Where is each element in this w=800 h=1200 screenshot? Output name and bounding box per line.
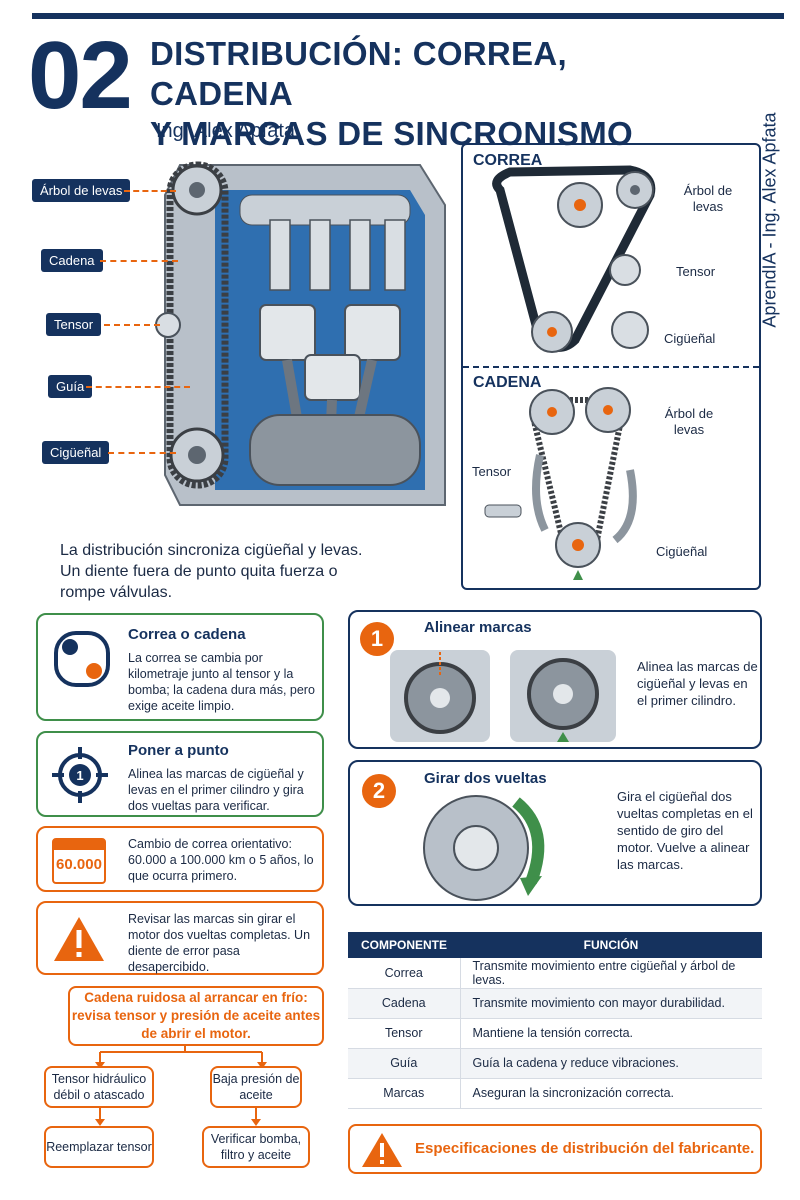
table-cell: Marcas bbox=[348, 1078, 460, 1109]
flow-symptom: Cadena ruidosa al arrancar en frío: revi… bbox=[68, 986, 324, 1046]
belt-cam-label: Árbol de levas bbox=[683, 183, 733, 214]
card-belt-or-chain: Correa o cadena La correa se cambia por … bbox=[36, 613, 324, 721]
flow-cause-tensor: Tensor hidráulico débil o atascado bbox=[44, 1066, 154, 1108]
belt-panel-title: CORREA bbox=[473, 152, 543, 169]
label-cadena: Cadena bbox=[41, 249, 103, 272]
manufacturer-spec-text: Especificaciones de distribución del fab… bbox=[415, 1140, 755, 1157]
card-warning: Revisar las marcas sin girar el motor do… bbox=[36, 901, 324, 975]
table-header-function: FUNCIÓN bbox=[460, 932, 762, 958]
engine-cutaway-illustration bbox=[155, 161, 446, 506]
svg-text:1: 1 bbox=[76, 768, 83, 783]
label-tensor: Tensor bbox=[46, 313, 102, 336]
step-2-body: Gira el cigüeñal dos vueltas completas e… bbox=[617, 789, 753, 872]
table-cell: Guía la cadena y reduce vibraciones. bbox=[459, 1048, 762, 1079]
chain-tensor-label: Tensor bbox=[472, 464, 512, 479]
card-warning-body: Revisar las marcas sin girar el motor do… bbox=[128, 912, 311, 974]
belt-diagram bbox=[492, 165, 656, 353]
step-1-title: Alinear marcas bbox=[424, 619, 532, 636]
table-cell: Tensor bbox=[348, 1018, 460, 1049]
section-number: 02 bbox=[28, 22, 133, 129]
chain-cam-label: Árbol de levas bbox=[664, 406, 714, 437]
author: Ing. Alex Apfata bbox=[156, 120, 295, 142]
calendar-badge: 60.000 bbox=[56, 856, 102, 873]
step-1-number: 1 bbox=[360, 622, 394, 656]
belt-chain-diagram-panel bbox=[461, 143, 761, 590]
card-interval: 60.000 Cambio de correa orientativo: 60.… bbox=[36, 826, 324, 892]
table-cell: Guía bbox=[348, 1048, 460, 1079]
chain-diagram bbox=[484, 387, 637, 580]
table-cell: Cadena bbox=[348, 988, 460, 1019]
flow-action-pump: Verificar bomba, filtro y aceite bbox=[202, 1126, 310, 1168]
table-header-component: COMPONENTE bbox=[348, 932, 460, 958]
side-credit-text: AprendIA - Ing. Alex Apfata bbox=[759, 112, 780, 328]
step-1-body: Alinea las marcas de cigüeñal y levas en… bbox=[637, 659, 758, 708]
crosshair-icon: 1 bbox=[52, 747, 108, 803]
table-cell: Transmite movimiento con mayor durabilid… bbox=[459, 988, 762, 1019]
chain-crank-label: Cigüeñal bbox=[656, 544, 708, 559]
label-arbol-de-levas: Árbol de levas bbox=[32, 179, 131, 202]
timing-marks-illustration bbox=[390, 650, 616, 742]
warning-icon bbox=[54, 917, 104, 961]
page-title: DISTRIBUCIÓN: CORREA, CADENA Y MARCAS DE… bbox=[150, 34, 710, 154]
step-2-card: 2 Girar dos vueltas Gira el cigüeñal dos… bbox=[348, 760, 762, 906]
flow-cause-pressure: Baja presión de aceite bbox=[210, 1066, 302, 1108]
card-belt-body: La correa se cambia por kilometraje junt… bbox=[128, 651, 315, 713]
card-interval-body: Cambio de correa orientativo: 60.000 a 1… bbox=[128, 837, 314, 883]
label-ciguenal: Cigüeñal bbox=[42, 441, 110, 464]
card-timing: 1 Poner a punto Alinea las marcas de cig… bbox=[36, 731, 324, 817]
top-rule bbox=[32, 13, 784, 19]
title-line-1: DISTRIBUCIÓN: CORREA, CADENA bbox=[150, 35, 567, 112]
calendar-icon: 60.000 bbox=[52, 838, 106, 884]
manufacturer-spec-note bbox=[348, 1124, 762, 1174]
warning-icon bbox=[362, 1133, 402, 1167]
table-header-row: COMPONENTE FUNCIÓN bbox=[348, 932, 762, 958]
flow-connector bbox=[95, 1046, 267, 1069]
card-belt-title: Correa o cadena bbox=[128, 626, 246, 643]
flow-arrows-lower bbox=[95, 1108, 261, 1126]
flow-action-tensor: Reemplazar tensor bbox=[44, 1126, 154, 1168]
crank-rotation-illustration bbox=[423, 795, 545, 901]
belt-tensor-label: Tensor bbox=[676, 264, 716, 279]
panel-divider bbox=[463, 366, 759, 368]
card-timing-title: Poner a punto bbox=[128, 742, 229, 759]
card-timing-body: Alinea las marcas de cigüeñal y levas en… bbox=[128, 767, 304, 813]
step-1-card: 1 Alinear marcas Alinea las marcas de ci… bbox=[348, 610, 762, 749]
step-2-title: Girar dos vueltas bbox=[424, 770, 547, 787]
table-cell: Mantiene la tensión correcta. bbox=[459, 1018, 762, 1049]
label-guia: Guía bbox=[48, 375, 93, 398]
step-2-number: 2 bbox=[362, 774, 396, 808]
table-cell: Aseguran la sincronización correcta. bbox=[459, 1078, 762, 1109]
intro-text: La distribución sincroniza cigüeñal y le… bbox=[60, 542, 363, 601]
table-cell: Transmite movimiento entre cigüeñal y ár… bbox=[459, 958, 762, 989]
table-cell: Correa bbox=[348, 958, 460, 989]
belt-gears-icon bbox=[54, 631, 110, 687]
title-line-2: Y MARCAS DE SINCRONISMO bbox=[150, 115, 633, 152]
belt-crank-label: Cigüeñal bbox=[664, 331, 716, 346]
chain-panel-title: CADENA bbox=[473, 374, 542, 391]
